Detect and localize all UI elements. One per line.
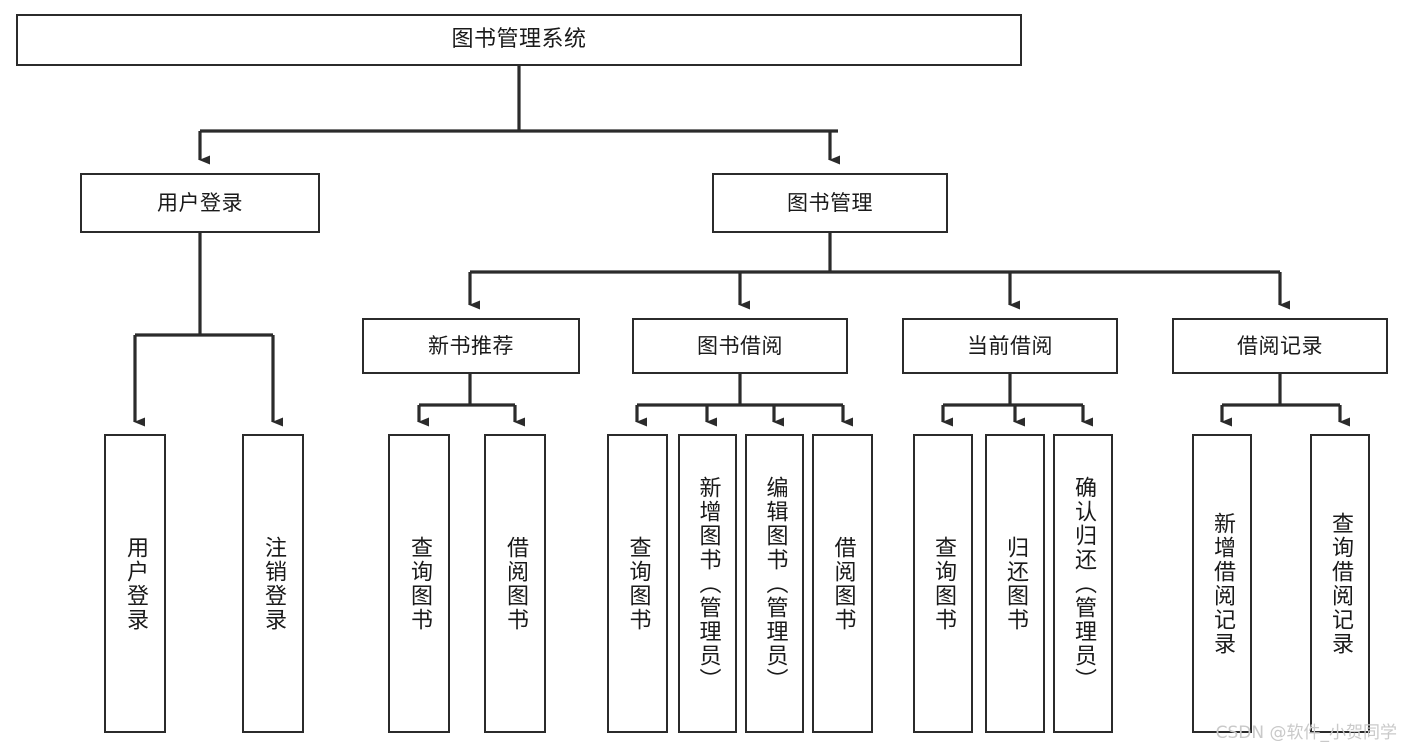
node-leaf-borrow-book-new-label: 借阅图书 bbox=[503, 535, 528, 632]
node-current-borrow-label: 当前借阅 bbox=[967, 333, 1053, 358]
node-leaf-borrow-book-label: 借阅图书 bbox=[830, 535, 856, 632]
node-leaf-confirm-return-admin-label: 确认归还（管理员） bbox=[1071, 475, 1096, 692]
node-leaf-user-login-label: 用户登录 bbox=[123, 535, 148, 632]
node-leaf-add-borrow-record-label: 新增借阅记录 bbox=[1210, 511, 1235, 656]
node-leaf-query-borrow-record[interactable]: 查询借阅记录 bbox=[1310, 434, 1370, 733]
node-leaf-user-logout[interactable]: 注销登录 bbox=[242, 434, 304, 733]
node-leaf-add-book-admin-label: 新增图书（管理员） bbox=[695, 475, 721, 692]
node-borrow-record[interactable]: 借阅记录 bbox=[1172, 318, 1388, 374]
node-leaf-user-login[interactable]: 用户登录 bbox=[104, 434, 166, 733]
node-leaf-query-borrow-record-label: 查询借阅记录 bbox=[1328, 511, 1353, 656]
node-leaf-query-book-borrow-label: 查询图书 bbox=[625, 535, 651, 632]
node-leaf-edit-book-admin-label: 编辑图书（管理员） bbox=[762, 475, 788, 692]
node-book-borrow-label: 图书借阅 bbox=[697, 333, 783, 358]
node-leaf-query-book-current-label: 查询图书 bbox=[931, 535, 956, 632]
node-leaf-add-borrow-record[interactable]: 新增借阅记录 bbox=[1192, 434, 1252, 733]
node-leaf-user-logout-label: 注销登录 bbox=[261, 535, 286, 632]
node-user-login-label: 用户登录 bbox=[157, 190, 243, 215]
node-leaf-return-book-label: 归还图书 bbox=[1003, 535, 1028, 632]
node-current-borrow[interactable]: 当前借阅 bbox=[902, 318, 1118, 374]
node-root[interactable]: 图书管理系统 bbox=[16, 14, 1022, 66]
node-leaf-return-book[interactable]: 归还图书 bbox=[985, 434, 1045, 733]
node-book-borrow[interactable]: 图书借阅 bbox=[632, 318, 848, 374]
node-book-manage[interactable]: 图书管理 bbox=[712, 173, 948, 233]
node-user-login[interactable]: 用户登录 bbox=[80, 173, 320, 233]
node-leaf-borrow-book-new[interactable]: 借阅图书 bbox=[484, 434, 546, 733]
node-book-manage-label: 图书管理 bbox=[787, 190, 873, 215]
node-leaf-edit-book-admin[interactable]: 编辑图书（管理员） bbox=[745, 434, 804, 733]
node-leaf-borrow-book[interactable]: 借阅图书 bbox=[812, 434, 873, 733]
node-new-book-recommend[interactable]: 新书推荐 bbox=[362, 318, 580, 374]
node-new-book-recommend-label: 新书推荐 bbox=[428, 333, 514, 358]
node-leaf-confirm-return-admin[interactable]: 确认归还（管理员） bbox=[1053, 434, 1113, 733]
node-root-label: 图书管理系统 bbox=[451, 27, 587, 53]
node-leaf-add-book-admin[interactable]: 新增图书（管理员） bbox=[678, 434, 737, 733]
node-leaf-query-book-borrow[interactable]: 查询图书 bbox=[607, 434, 668, 733]
node-leaf-query-book-current[interactable]: 查询图书 bbox=[913, 434, 973, 733]
node-borrow-record-label: 借阅记录 bbox=[1237, 333, 1323, 358]
node-leaf-query-book-new-label: 查询图书 bbox=[407, 535, 432, 632]
node-leaf-query-book-new[interactable]: 查询图书 bbox=[388, 434, 450, 733]
